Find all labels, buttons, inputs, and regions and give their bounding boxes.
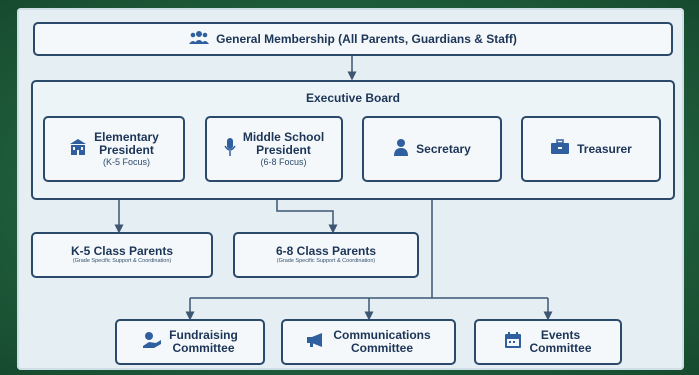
events-line2: Committee [529,341,592,355]
executive-board-label: Executive Board [305,91,401,105]
treasurer-box: Treasurer [521,116,661,182]
elementary-focus: (K-5 Focus) [102,156,150,167]
middle-president-line1: Middle School [242,129,325,144]
elementary-president-line1: Elementary [94,129,159,144]
fundraising-committee-box: Fundraising Committee [115,319,265,365]
secretary-box: Secretary [362,116,502,182]
treasurer-label: Treasurer [577,141,632,156]
communications-line1: Communications [333,328,431,342]
fundraising-line1: Fundraising [169,328,238,342]
events-line1: Events [540,328,581,342]
elementary-president-line2: President [99,142,154,157]
calendar-icon [504,331,522,354]
school-building-icon [69,138,87,161]
k5-class-parents-title: K-5 Class Parents [70,244,174,258]
megaphone-icon [306,332,326,353]
middle-focus: (6-8 Focus) [260,156,307,167]
briefcase-icon [550,138,570,160]
middle-president-line2: President [256,142,311,157]
events-committee-box: Events Committee [474,319,622,365]
communications-line2: Committee [350,341,413,355]
middle-school-president-box: Middle School President (6-8 Focus) [205,116,343,182]
68-class-parents-title: 6-8 Class Parents [275,244,377,258]
general-membership-label: General Membership (All Parents, Guardia… [216,31,517,46]
general-membership-box: General Membership (All Parents, Guardia… [33,22,673,56]
people-group-icon [189,30,210,49]
person-bust-icon [393,138,409,161]
communications-committee-box: Communications Committee [281,319,456,365]
k5-class-parents-box: K-5 Class Parents (Grade Specific Suppor… [31,232,213,278]
68-class-parents-note: (Grade Specific Support & Coordination) [276,258,376,264]
microphone-icon [224,137,236,162]
secretary-label: Secretary [416,141,471,156]
elementary-president-box: Elementary President (K-5 Focus) [43,116,185,182]
68-class-parents-box: 6-8 Class Parents (Grade Specific Suppor… [233,232,419,278]
fundraising-line2: Committee [172,341,235,355]
hand-coin-icon [142,331,162,354]
k5-class-parents-note: (Grade Specific Support & Coordination) [72,258,172,264]
